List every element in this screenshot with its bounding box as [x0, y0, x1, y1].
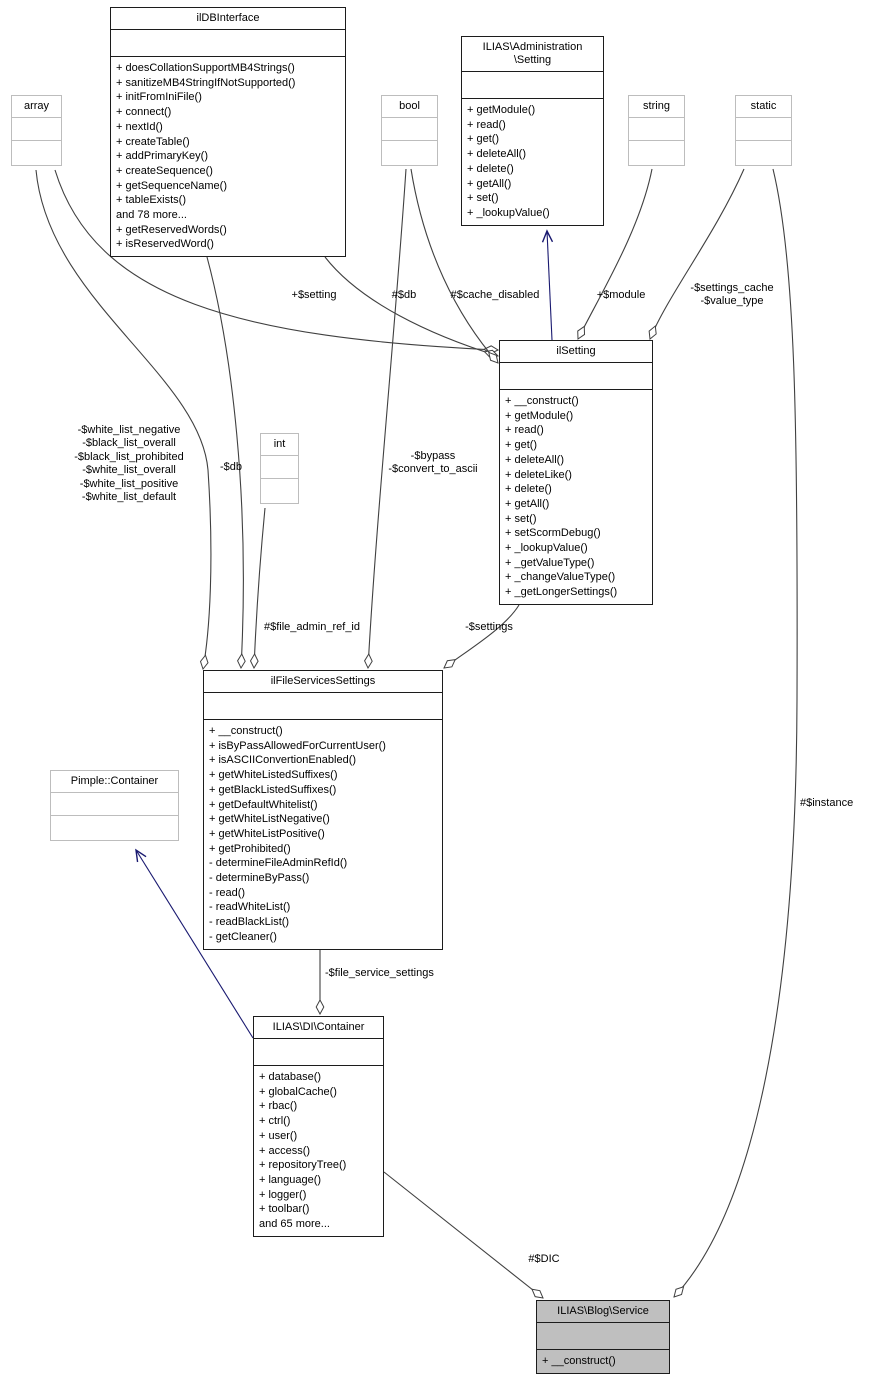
edge-dic-inherits-pimple-container — [135, 848, 254, 1039]
type-empty-section — [261, 478, 298, 503]
edge-string-to-ilsetting-module — [578, 168, 653, 339]
edge-ildbinterface-to-filesettings-db — [206, 256, 243, 668]
edge-label-db-field: -$db — [219, 461, 243, 473]
type-empty-section — [382, 117, 437, 140]
type-empty-section — [629, 117, 684, 140]
edge-label-module: +$module — [596, 289, 646, 301]
class-box-blog-service[interactable]: ILIAS\Blog\Service + __construct() — [536, 1300, 670, 1374]
type-empty-section — [12, 140, 61, 165]
edge-label-db: #$db — [391, 289, 417, 301]
edge-label-bypass: -$bypass-$convert_to_ascii — [388, 450, 478, 476]
edge-label-file-service-settings: -$file_service_settings — [325, 967, 434, 979]
type-empty-section — [51, 815, 178, 840]
type-box-static[interactable]: static — [735, 95, 792, 166]
type-title: static — [750, 100, 777, 112]
class-title: ILIAS\DI\Container — [272, 1021, 365, 1033]
class-attributes-empty — [462, 71, 603, 98]
type-box-string[interactable]: string — [628, 95, 685, 166]
class-title: ilFileServicesSettings — [270, 675, 376, 687]
class-title: ILIAS\Administration\Setting — [482, 41, 583, 66]
edge-label-setting: +$setting — [291, 289, 337, 301]
class-attributes-empty — [204, 692, 442, 719]
class-methods: + __construct() — [537, 1349, 669, 1373]
type-empty-section — [51, 792, 178, 815]
edge-dic-to-blogservice-dic — [383, 1171, 543, 1298]
edge-bool-to-filesettings-bypass — [368, 168, 407, 668]
edge-array-to-filesettings-whitelists — [35, 169, 212, 669]
type-box-int[interactable]: int — [260, 433, 299, 504]
type-box-bool[interactable]: bool — [381, 95, 438, 166]
class-attributes-empty — [537, 1322, 669, 1349]
class-box-ildbinterface[interactable]: ilDBInterface + doesCollationSupportMB4S… — [110, 7, 346, 258]
edge-label-instance: #$instance — [800, 797, 854, 809]
edge-bool-to-ilsetting-cache-disabled — [410, 168, 498, 363]
class-methods: + doesCollationSupportMB4Strings()+ sani… — [111, 56, 345, 256]
edge-ilsetting-inherits-admin-setting — [541, 229, 554, 341]
class-methods: + database()+ globalCache()+ rbac()+ ctr… — [254, 1065, 383, 1236]
type-empty-section — [261, 455, 298, 478]
edge-label-cache-disabled: #$cache_disabled — [450, 289, 540, 301]
edge-label-settings-field: -$settings — [465, 621, 513, 633]
class-box-admin-setting[interactable]: ILIAS\Administration\Setting + getModule… — [461, 36, 604, 226]
edge-array-to-ilsetting-setting — [54, 169, 498, 350]
type-title: bool — [399, 100, 420, 112]
edge-ilsetting-to-filesettings-settings — [444, 604, 520, 668]
type-empty-section — [12, 117, 61, 140]
edge-static-to-ilsetting-settings-cache — [650, 168, 745, 339]
class-methods: + __construct()+ isByPassAllowedForCurre… — [204, 719, 442, 949]
type-title: array — [23, 100, 50, 112]
type-title: int — [273, 438, 286, 450]
edge-static-to-blogservice-instance — [674, 168, 798, 1297]
class-attributes-empty — [254, 1038, 383, 1065]
class-box-ilsetting[interactable]: ilSetting + __construct()+ getModule()+ … — [499, 340, 653, 605]
type-box-array[interactable]: array — [11, 95, 62, 166]
class-box-dic[interactable]: ILIAS\DI\Container + database()+ globalC… — [253, 1016, 384, 1237]
edge-label-white-lists: -$white_list_negative-$black_list_overal… — [74, 424, 184, 504]
type-empty-section — [736, 140, 791, 165]
edge-label-dic-field: #$DIC — [528, 1253, 560, 1265]
class-title: ILIAS\Blog\Service — [557, 1305, 649, 1317]
edge-label-settings-cache: -$settings_cache-$value_type — [690, 282, 774, 308]
class-attributes-empty — [111, 29, 345, 56]
class-methods: + getModule()+ read()+ get()+ deleteAll(… — [462, 98, 603, 225]
class-title: ilDBInterface — [196, 12, 260, 24]
class-methods: + __construct()+ getModule()+ read()+ ge… — [500, 389, 652, 604]
class-box-pimple-container[interactable]: Pimple::Container — [50, 770, 179, 841]
type-empty-section — [382, 140, 437, 165]
type-empty-section — [736, 117, 791, 140]
type-title: string — [643, 100, 670, 112]
class-box-filesettings[interactable]: ilFileServicesSettings + __construct()+ … — [203, 670, 443, 950]
edge-ildbinterface-to-ilsetting-db — [324, 256, 498, 356]
edge-label-file-admin-ref-id: #$file_admin_ref_id — [263, 621, 360, 633]
type-empty-section — [629, 140, 684, 165]
class-attributes-empty — [500, 362, 652, 389]
class-title: Pimple::Container — [70, 775, 159, 787]
edge-int-to-filesettings-file-admin-ref-id — [254, 507, 266, 668]
class-title: ilSetting — [556, 345, 596, 357]
